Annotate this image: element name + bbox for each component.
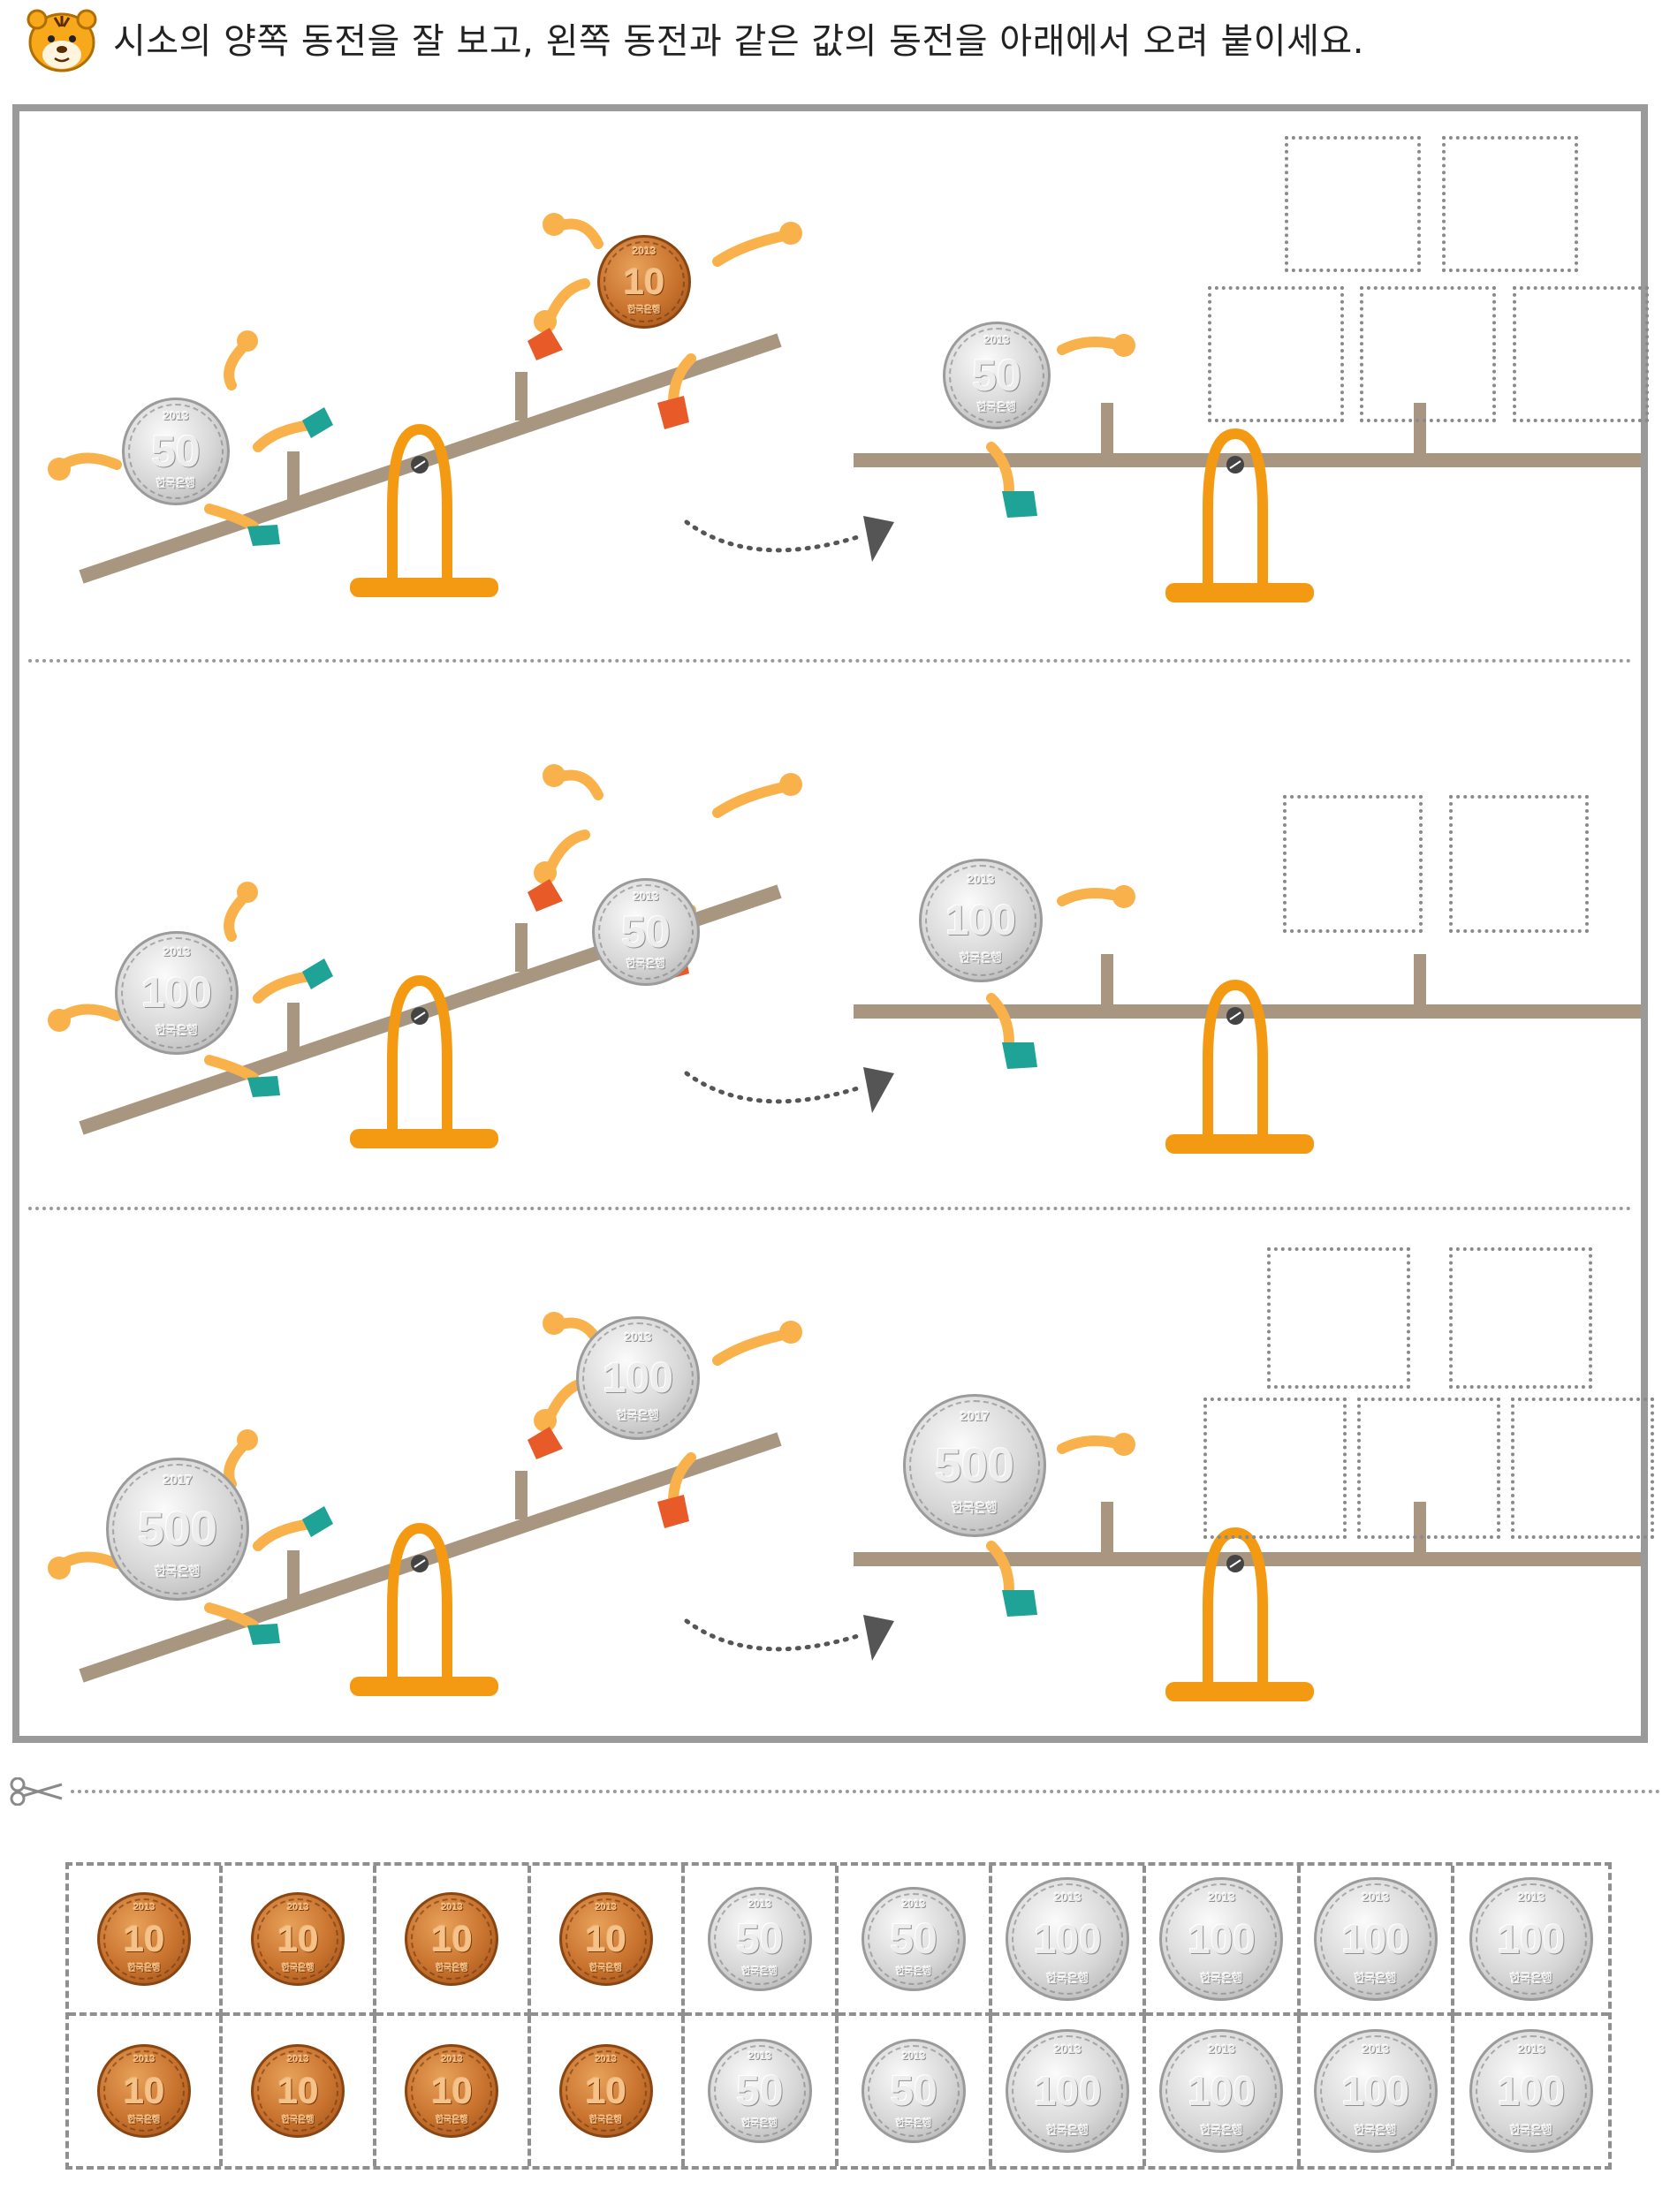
header: 시소의 양쪽 동전을 잘 보고, 왼쪽 동전과 같은 값의 동전을 아래에서 오… (25, 0, 1651, 80)
scene-2-art (48, 764, 1641, 1154)
scene-3-right-coin: 2017 500 한국은행 (903, 1394, 1046, 1537)
cut-dotted-line (71, 1790, 1661, 1793)
scissors-icon (10, 1777, 63, 1806)
scene-1-right-coin: 2013 50 한국은행 (943, 322, 1051, 429)
scene-1: 2013 50 한국은행 2013 10 한국은행 2013 50 한국은행 (19, 111, 1649, 659)
right-seesaw (854, 1433, 1641, 1701)
paste-slot[interactable] (1283, 795, 1423, 933)
left-seesaw (79, 333, 782, 597)
paste-slot[interactable] (1449, 795, 1589, 933)
scene-divider (28, 659, 1632, 663)
paste-slot[interactable] (1208, 286, 1344, 422)
paste-slot[interactable] (1267, 1247, 1410, 1389)
scene-divider (28, 1207, 1632, 1210)
left-seesaw (79, 1432, 782, 1696)
scene-2: 2013 100 한국은행 2013 50 한국은행 2013 100 한국은행 (19, 663, 1641, 1207)
right-seesaw (854, 885, 1641, 1154)
scene-3-art (48, 1312, 1641, 1701)
left-seesaw-limbs (48, 1312, 802, 1645)
dotted-arrow-icon (684, 516, 894, 562)
paste-slot[interactable] (1511, 1398, 1654, 1539)
scene-2-left-low-coin: 2013 100 한국은행 (115, 931, 239, 1055)
paste-slot[interactable] (1449, 1247, 1592, 1389)
scene-2-right-coin: 2013 100 한국은행 (919, 859, 1043, 982)
scene-1-left-high-coin: 2013 10 한국은행 (597, 235, 691, 329)
paste-slot[interactable] (1513, 286, 1649, 422)
seesaw-panel: 2013 50 한국은행 2013 10 한국은행 2013 50 한국은행 (12, 104, 1654, 1743)
tiger-face-icon (27, 9, 97, 72)
paste-slot[interactable] (1203, 1398, 1347, 1539)
paste-slot[interactable] (1360, 286, 1496, 422)
cut-line (9, 1777, 1661, 1806)
scene-3: 2017 500 한국은행 2013 100 한국은행 2017 500 한국은… (19, 1210, 1654, 1740)
paste-slot[interactable] (1442, 136, 1578, 272)
right-seesaw (854, 334, 1641, 602)
scene-1-art (48, 213, 1641, 602)
paste-slot[interactable] (1285, 136, 1421, 272)
left-seesaw-limbs (48, 213, 802, 546)
dotted-arrow-icon (684, 1067, 894, 1113)
instruction-text: 시소의 양쪽 동전을 잘 보고, 왼쪽 동전과 같은 값의 동전을 아래에서 오… (113, 21, 1364, 62)
scene-3-left-high-coin: 2013 100 한국은행 (576, 1316, 700, 1440)
scene-3-left-low-coin: 2017 500 한국은행 (106, 1458, 249, 1601)
dotted-arrow-icon (684, 1615, 894, 1661)
paste-slot[interactable] (1357, 1398, 1500, 1539)
scene-1-left-low-coin: 2013 50 한국은행 (122, 398, 230, 505)
scene-2-left-high-coin: 2013 50 한국은행 (592, 878, 700, 986)
